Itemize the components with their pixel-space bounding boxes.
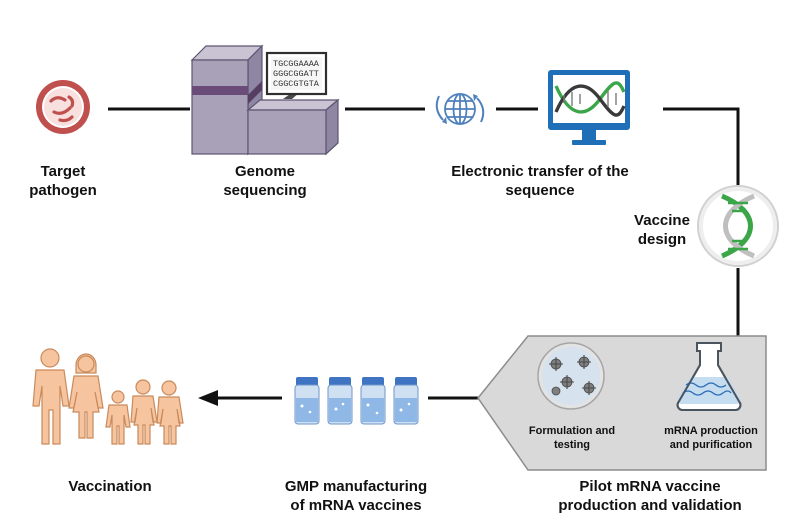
person-woman bbox=[68, 353, 104, 439]
person-child-3 bbox=[156, 380, 184, 445]
globe-icon bbox=[435, 93, 485, 125]
person-man bbox=[32, 348, 70, 445]
people-icon bbox=[32, 348, 184, 445]
label-pilot-production: Pilot mRNA vaccine production and valida… bbox=[558, 478, 742, 514]
label-mrna-production: mRNA production and purification bbox=[664, 425, 758, 451]
sequence-line-3: CGGCGTGTA bbox=[273, 79, 320, 89]
sequence-line-2: GGGCGGATT bbox=[273, 69, 319, 79]
arrowhead-to-vaccination bbox=[198, 390, 218, 406]
dna-helix-icon bbox=[697, 185, 779, 267]
monitor-icon bbox=[548, 70, 630, 145]
vial-1 bbox=[294, 377, 320, 425]
connector-monitor-to-design bbox=[663, 107, 740, 186]
sequencer-icon: TGCGGAAAA GGGCGGATT CGGCGTGTA bbox=[190, 44, 340, 156]
sequence-line-1: TGCGGAAAA bbox=[273, 59, 320, 69]
person-child-1 bbox=[105, 390, 131, 445]
label-vaccine-design: Vaccine design bbox=[634, 212, 690, 248]
person-child-2 bbox=[130, 379, 158, 445]
pathogen-icon bbox=[36, 80, 90, 134]
vial-3 bbox=[360, 377, 386, 425]
vial-4 bbox=[393, 377, 419, 425]
label-vaccination: Vaccination bbox=[68, 478, 152, 495]
label-formulation-testing: Formulation and testing bbox=[528, 425, 616, 451]
vial-icon bbox=[294, 377, 419, 425]
formulation-icon bbox=[537, 342, 605, 410]
label-genome-sequencing: Genome sequencing bbox=[223, 163, 307, 199]
vial-2 bbox=[327, 377, 353, 425]
flask-icon bbox=[676, 342, 742, 411]
connector-lines bbox=[108, 107, 740, 400]
label-gmp-manufacturing: GMP manufacturing of mRNA vaccines bbox=[284, 478, 428, 514]
label-target-pathogen: Target pathogen bbox=[29, 163, 97, 199]
label-electronic-transfer: Electronic transfer of the sequence bbox=[451, 163, 629, 199]
